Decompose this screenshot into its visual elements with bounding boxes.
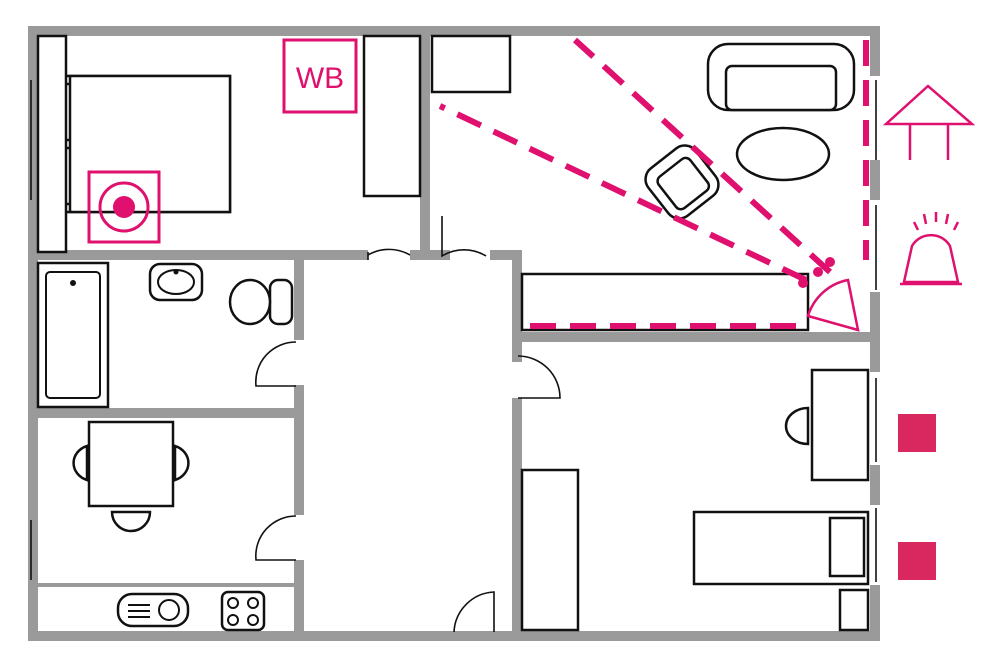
doors (30, 80, 877, 633)
headboard (36, 34, 68, 254)
door-kitchen (255, 515, 297, 561)
access-point-roof (882, 84, 976, 126)
chair-right (173, 444, 190, 482)
kitchen (72, 420, 266, 632)
armchair (644, 144, 720, 220)
wall-hallway-left-b (294, 385, 304, 515)
burner-1 (227, 597, 239, 609)
wall-living-divider (512, 250, 522, 340)
door-room-right (517, 355, 561, 399)
wall-hallway-left-a (294, 260, 304, 340)
wall-living-bottom-b (490, 250, 520, 260)
smoke-detector-box (87, 170, 161, 244)
sensor-dot-1 (813, 267, 823, 277)
bathroom (36, 261, 294, 409)
wall-entry-left (304, 631, 454, 641)
wall-living-bottom-a (430, 250, 450, 260)
door-entry (453, 591, 495, 633)
sink-tap (173, 269, 179, 275)
toilet (228, 278, 294, 326)
bathtub-inner (45, 271, 101, 399)
desk-chair (784, 406, 810, 446)
water-boiler: WB (282, 38, 358, 114)
wall-bathroom-bottom (28, 408, 304, 418)
sensor-square-icon (898, 414, 936, 452)
desk (810, 368, 870, 482)
siren-ray-2 (922, 213, 928, 225)
bathroom-sink (148, 262, 204, 302)
toilet-bowl (228, 278, 272, 326)
smoke-detector-icon (87, 170, 161, 244)
walls (28, 26, 880, 641)
bedroom-right (520, 368, 870, 632)
motion-sensor-icon (806, 278, 860, 332)
siren-body (902, 233, 960, 284)
wall-room-right-left-b (512, 398, 522, 641)
wall-hallway-left-c (294, 560, 304, 641)
sofa-seat (724, 64, 838, 112)
siren-icon (900, 212, 962, 286)
bedroom (36, 34, 422, 254)
sofa (706, 42, 856, 112)
door-living (441, 216, 487, 258)
living-room (430, 34, 856, 332)
bed-cover (68, 74, 232, 214)
smoke-detector-ring (98, 181, 150, 233)
burner-4 (247, 614, 259, 626)
outer-wall-right-mid1 (870, 160, 880, 200)
water-boiler-box (282, 38, 358, 114)
bathtub (36, 261, 110, 409)
stove (220, 590, 266, 632)
wall-bedroom-bottom-right (410, 250, 430, 260)
toilet-tank (268, 278, 294, 326)
wall-bedroom-bottom-left (28, 250, 368, 260)
sensor-dot-2 (825, 257, 835, 267)
outer-wall-left (28, 26, 38, 641)
sensor-square-icon (898, 542, 936, 580)
coverage-line-mid (438, 103, 808, 283)
outer-wall-top (28, 26, 880, 36)
outer-wall-right-mid3 (870, 465, 880, 505)
wall-kitchen-counter (38, 583, 294, 587)
kitchen-sink (116, 592, 190, 628)
dining-table (87, 420, 175, 508)
chair-left (72, 444, 89, 482)
access-point-icon (882, 84, 976, 160)
wall-room-right-left-a (512, 342, 522, 362)
door-bathroom (255, 341, 297, 387)
wall-bedroom-living (420, 26, 430, 256)
armchair-seat (656, 156, 711, 211)
single-bed-pillow (828, 516, 866, 578)
sensor-dot-3 (798, 278, 808, 288)
water-boiler-label: WB (296, 62, 344, 95)
door-bedroom (367, 248, 411, 260)
wardrobe (362, 34, 422, 198)
stove-body (220, 590, 266, 632)
tv-cabinet (520, 272, 810, 332)
burner-2 (247, 597, 259, 609)
nightstand (838, 588, 870, 632)
siren-ray-4 (944, 213, 950, 225)
smoke-detector-dot (113, 196, 135, 218)
motion-sensor-coverage (438, 37, 869, 332)
coffee-table (735, 126, 831, 182)
siren-ray-1 (912, 221, 920, 231)
burner-3 (227, 614, 239, 626)
outer-wall-right-upper (870, 26, 880, 76)
side-cabinet (430, 34, 512, 94)
outer-wall-right-lower (870, 585, 880, 641)
wardrobe-right (520, 468, 580, 632)
bathtub-drain (70, 280, 76, 286)
kitchen-sink-bowl (158, 599, 180, 621)
siren-ray-5 (952, 221, 960, 231)
wall-living-bottom-long (512, 332, 880, 342)
coverage-line-top (572, 37, 833, 275)
chair-bottom (110, 510, 152, 533)
